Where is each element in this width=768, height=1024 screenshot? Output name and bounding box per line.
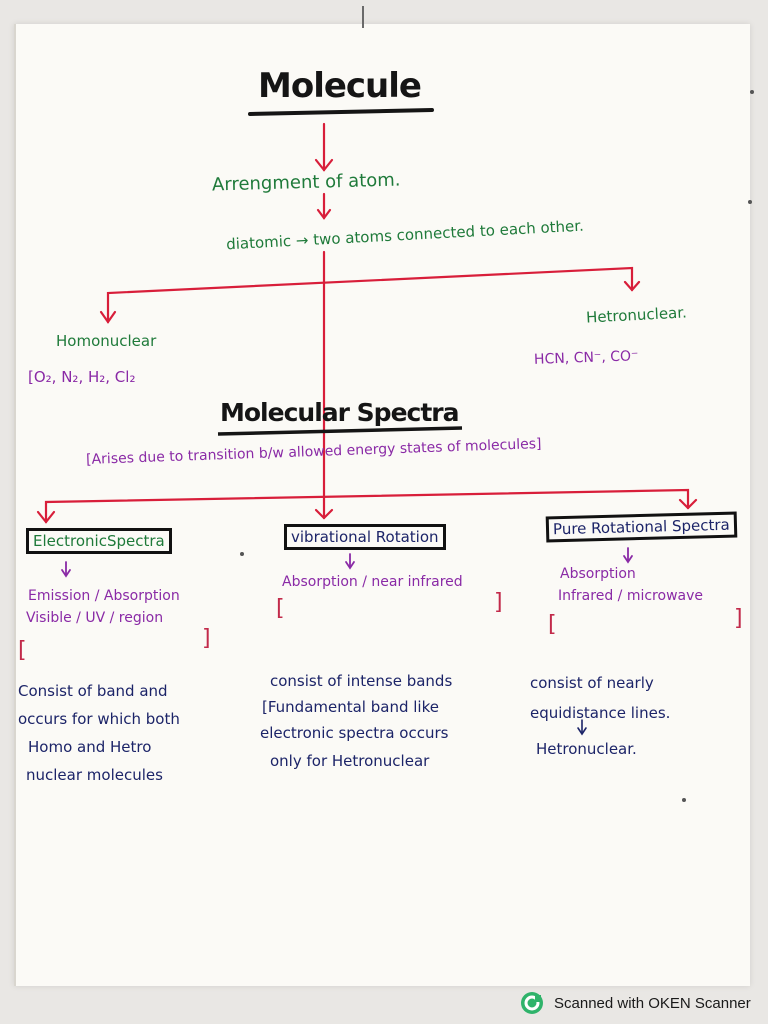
vibrational-note-line1: consist of intense bands: [270, 672, 453, 690]
arrowhead: [623, 280, 641, 292]
page-dot: [750, 90, 754, 94]
pure-note-line3: Hetronuclear.: [536, 740, 637, 758]
page-dot: [748, 200, 752, 204]
pure-region-line2: Infrared / microwave: [558, 588, 703, 604]
page-top-mark: [362, 6, 364, 28]
molecular-spectra-title: Molecular Spectra: [220, 398, 459, 427]
arrowhead: [678, 498, 698, 510]
scanner-watermark-text: Scanned with OKEN Scanner: [554, 994, 751, 1012]
electronic-note-line2: occurs for which both: [18, 710, 180, 728]
notebook-page: [14, 24, 750, 986]
homonuclear-examples: [O₂, N₂, H₂, Cl₂: [28, 368, 136, 386]
spectra-underline: [217, 426, 463, 436]
arrowhead: [314, 508, 334, 520]
arrowhead: [36, 510, 56, 524]
vibrational-note-line2: [Fundamental band like: [262, 698, 439, 716]
vibrational-note-line4: only for Hetronuclear: [270, 752, 430, 770]
pure-region-line1: Absorption: [560, 566, 636, 582]
vibrational-note-line3: electronic spectra occurs: [260, 724, 449, 742]
scanner-logo-icon: [521, 992, 543, 1014]
branch-homo-hetero: [106, 266, 634, 324]
title-underline: [248, 108, 434, 116]
electronic-note-line4: nuclear molecules: [26, 766, 163, 784]
bracket-mark: [: [18, 638, 27, 663]
page-title: Molecule: [258, 66, 422, 106]
scanner-watermark: Scanned with OKEN Scanner: [520, 988, 751, 1018]
branch-spectra-types: [44, 488, 690, 524]
bracket-mark: ]: [202, 626, 211, 651]
arrowhead: [314, 158, 334, 172]
electronic-region-line2: Visible / UV / region: [26, 610, 164, 626]
homonuclear-label: Homonuclear: [56, 332, 157, 350]
pure-note-line2: equidistance lines.: [530, 704, 671, 722]
bracket-mark: ]: [494, 590, 503, 615]
vibrational-rotation-box: vibrational Rotation: [284, 524, 446, 550]
bracket-mark: [: [276, 596, 285, 621]
bracket-mark: ]: [734, 606, 743, 631]
page-dot: [682, 798, 686, 802]
electronic-note-line1: Consist of band and: [18, 682, 168, 700]
arrowhead: [99, 310, 117, 324]
bracket-mark: [: [548, 612, 557, 637]
pure-rotational-spectra-box: Pure Rotational Spectra: [545, 511, 738, 543]
page-dot: [240, 552, 244, 556]
electronic-spectra-box: ElectronicSpectra: [26, 528, 172, 554]
pure-note-line1: consist of nearly: [530, 674, 654, 692]
page-margin-line: [14, 24, 16, 986]
electronic-region-line1: Emission / Absorption: [28, 588, 180, 604]
electronic-note-line3: Homo and Hetro: [28, 738, 152, 756]
arrowhead: [316, 208, 332, 220]
vibrational-region-line1: Absorption / near infrared: [282, 574, 463, 590]
